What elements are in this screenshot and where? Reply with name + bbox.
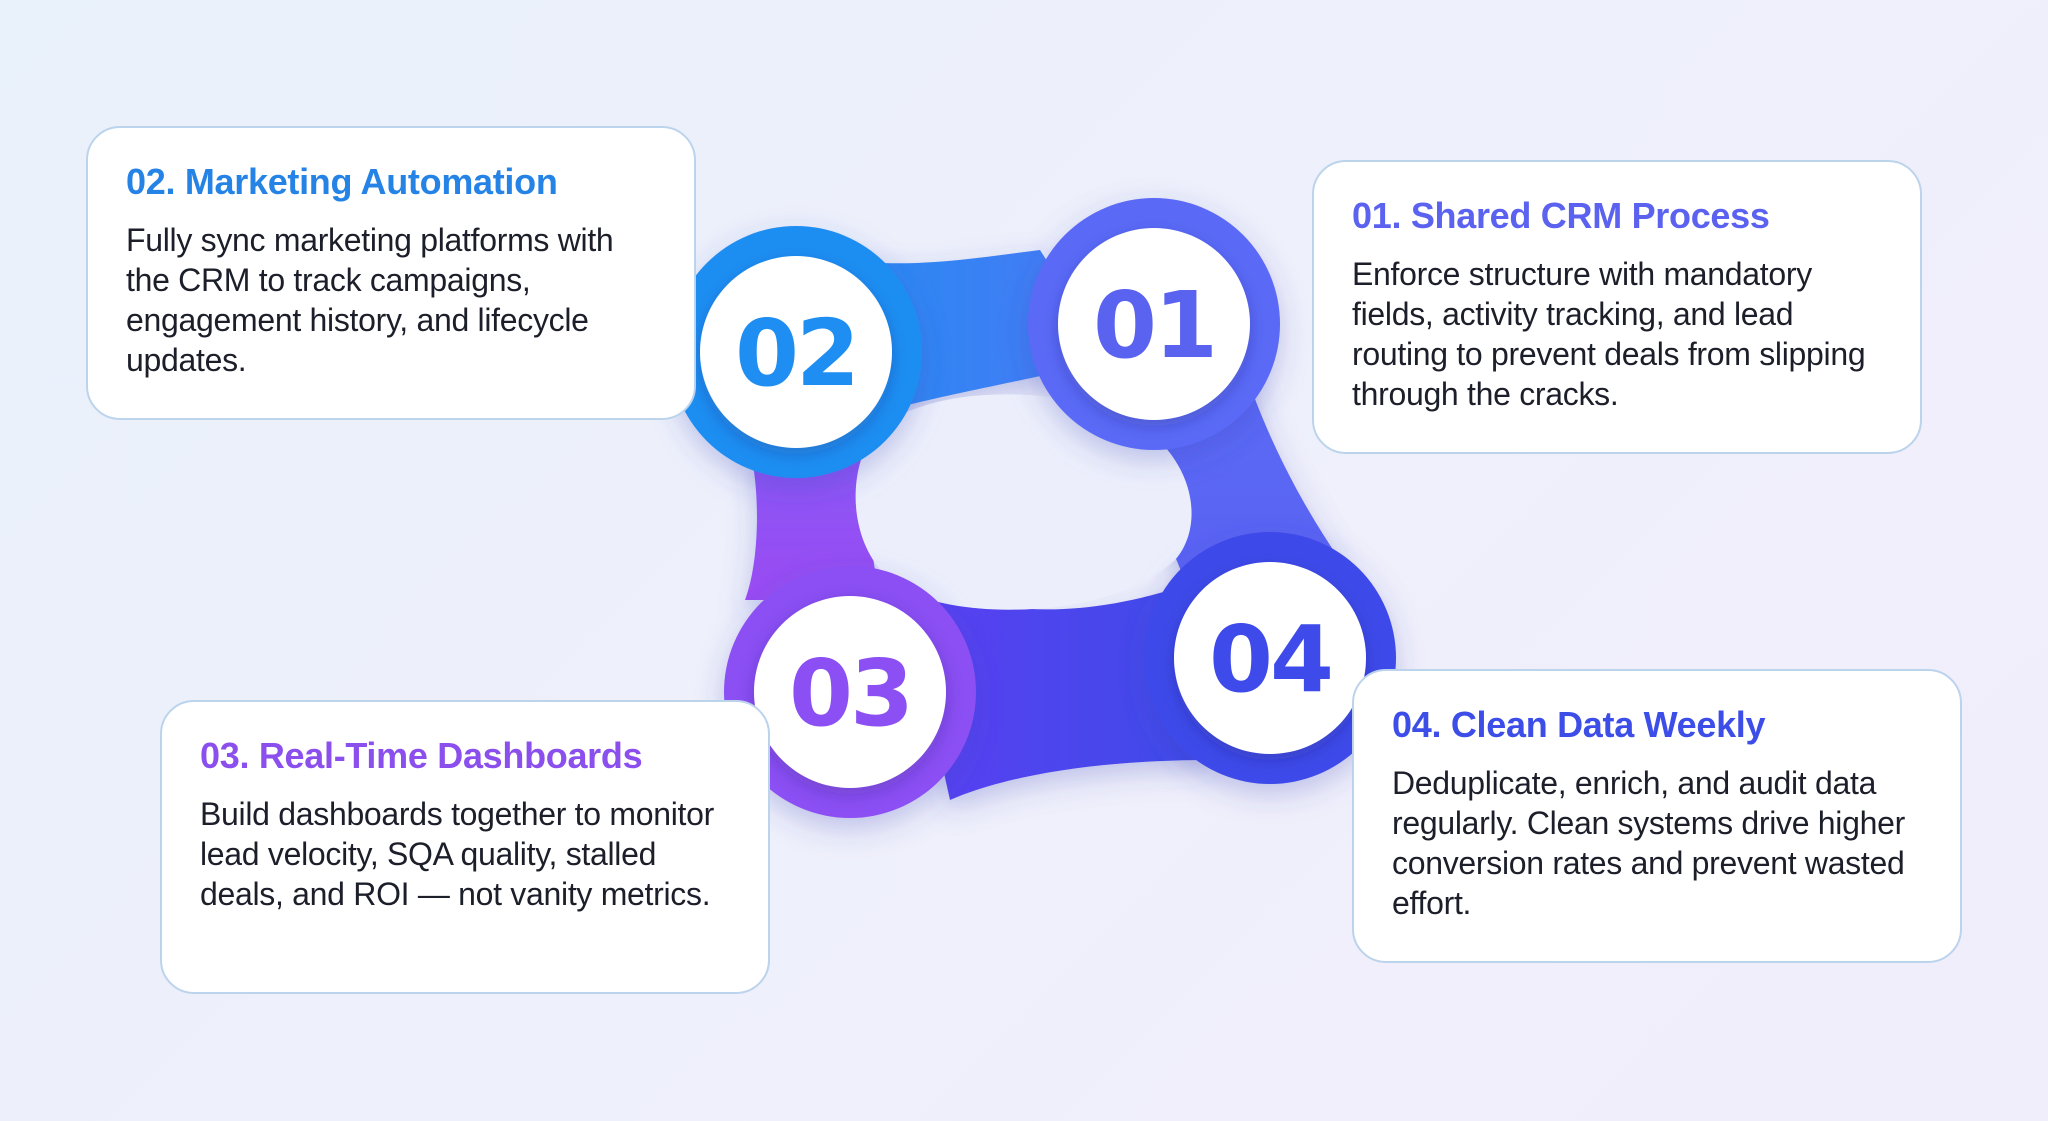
band-02-03 [745,450,880,600]
ring-01 [1028,198,1280,450]
step-body-02: Fully sync marketing platforms with the … [126,221,614,378]
step-card-01: 01. Shared CRM Process Enforce structure… [1312,160,1922,454]
step-card-04: 04. Clean Data Weekly Deduplicate, enric… [1352,669,1962,963]
band-01-04 [1090,300,1340,600]
step-card-02: 02. Marketing Automation Fully sync mark… [86,126,696,420]
ring-number-04: 04 [1209,606,1331,713]
loop-center [855,394,1192,610]
ring-02 [670,226,922,478]
step-title-03: 03. Real-Time Dashboards [200,735,643,776]
ring-number-01: 01 [1093,272,1215,379]
step-body-01: Enforce structure with mandatory fields,… [1352,255,1866,412]
step-title-04: 04. Clean Data Weekly [1392,704,1766,745]
ring-number-03: 03 [789,640,911,747]
step-card-03: 03. Real-Time Dashboards Build dashboard… [160,700,770,994]
ring-03 [724,566,976,818]
step-body-03: Build dashboards together to monitor lea… [200,795,714,912]
step-body-04: Deduplicate, enrich, and audit data regu… [1392,764,1905,921]
ring-04 [1144,532,1396,784]
ring-number-02: 02 [735,300,857,407]
step-title-02: 02. Marketing Automation [126,161,558,202]
step-title-01: 01. Shared CRM Process [1352,195,1770,236]
band-03-04 [900,575,1210,800]
